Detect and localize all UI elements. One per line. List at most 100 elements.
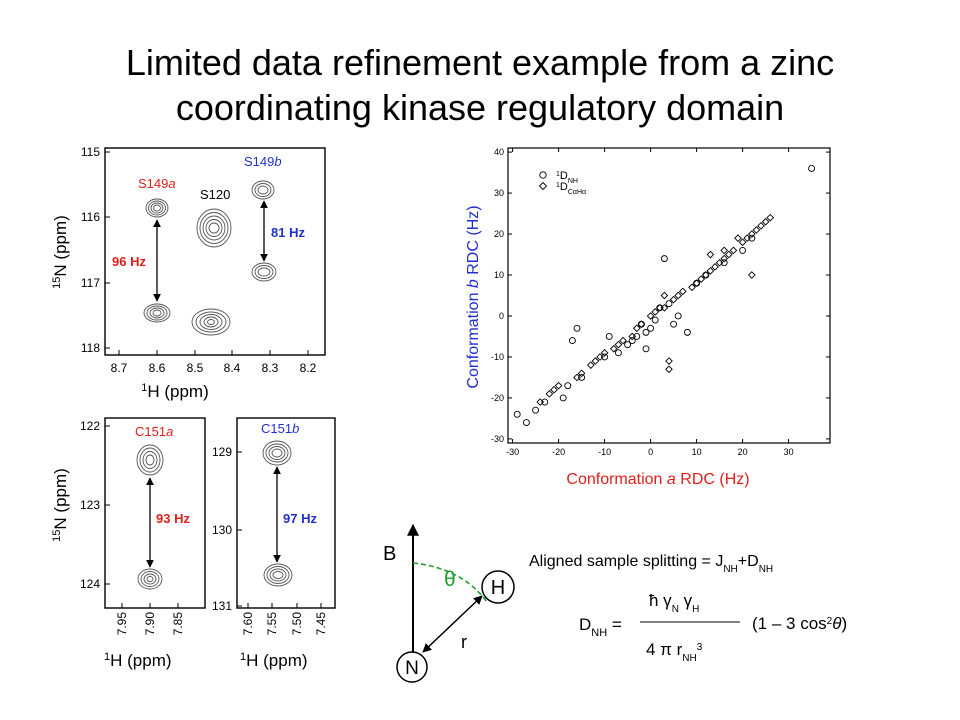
top-spectrum-frame bbox=[104, 147, 326, 356]
top-ytick: 115 bbox=[81, 145, 100, 159]
c151b-lower-peak-contours bbox=[263, 563, 293, 587]
rdc-legend: 1DNH 1DCαHα bbox=[538, 170, 586, 196]
c151a-xlabel: 1H (ppm) bbox=[104, 651, 172, 670]
top-xtick: 8.5 bbox=[187, 361, 204, 375]
b-label: B bbox=[383, 543, 396, 565]
rdc-point-nh bbox=[513, 410, 521, 418]
rdc-point-caha bbox=[729, 246, 738, 255]
title-line-1: Limited data refinement example from a z… bbox=[125, 42, 835, 83]
h-label: H bbox=[491, 577, 505, 599]
rdc-ytick-label: -20 bbox=[491, 393, 504, 403]
rdc-point-nh bbox=[651, 316, 659, 324]
c151b-xlabel: 1H (ppm) bbox=[240, 651, 308, 670]
rdc-plot-frame bbox=[507, 147, 831, 444]
theta-arc bbox=[412, 562, 488, 603]
rdc-point-nh bbox=[674, 312, 682, 320]
dnh-denominator: 4 π rNH3 bbox=[646, 640, 703, 664]
rdc-point-caha bbox=[651, 308, 660, 316]
rdc-point-nh bbox=[568, 337, 576, 345]
rdc-point-nh bbox=[660, 255, 668, 263]
c151a-spectrum: 122 123 124 7.95 7.90 7.85 1H (ppm) 15N … bbox=[51, 417, 206, 670]
peak-s149b-upper-contours bbox=[251, 180, 275, 200]
rdc-point-caha bbox=[747, 271, 756, 279]
c151b-xtick: 7.45 bbox=[314, 612, 328, 636]
rdc-ytick-label: 30 bbox=[494, 188, 504, 198]
rdc-point-caha bbox=[628, 332, 637, 341]
rdc-ticks bbox=[508, 148, 830, 443]
peak-s120-contours bbox=[196, 208, 232, 248]
nitrogen-atom bbox=[396, 651, 428, 683]
top-ylabel: 15N (ppm) bbox=[51, 215, 70, 289]
top-xtick: 8.6 bbox=[149, 361, 166, 375]
rdc-point-caha bbox=[573, 373, 581, 382]
n-label: N bbox=[405, 658, 419, 679]
rdc-point-caha bbox=[660, 303, 669, 312]
rdc-point-nh bbox=[605, 333, 613, 340]
title-line-2: coordinating kinase regulatory domain bbox=[175, 87, 785, 128]
rdc-point-nh bbox=[693, 279, 701, 287]
rdc-point-caha bbox=[678, 287, 687, 296]
rdc-point-caha bbox=[715, 258, 724, 267]
rdc-ytick-label: 20 bbox=[494, 229, 504, 239]
peak-s149a-upper-contours bbox=[145, 198, 169, 218]
rdc-point-caha bbox=[688, 283, 696, 292]
rdc-point-caha bbox=[720, 246, 729, 255]
splitting-93hz: 93 Hz bbox=[156, 511, 190, 526]
c151a-xtick: 7.95 bbox=[115, 612, 129, 636]
legend-circle-marker bbox=[539, 171, 547, 179]
rdc-point-caha bbox=[665, 357, 673, 365]
rdc-point-caha bbox=[545, 389, 554, 398]
rdc-point-nh bbox=[642, 345, 650, 353]
c151a-lower-peak-contours bbox=[137, 568, 163, 590]
label-s149b: S149b bbox=[244, 154, 282, 169]
rdc-point-caha bbox=[752, 226, 761, 234]
theta-label: θ bbox=[444, 568, 456, 591]
rdc-point-caha bbox=[743, 234, 752, 242]
label-c151b: C151b bbox=[261, 421, 299, 436]
rdc-point-nh bbox=[637, 320, 645, 328]
slide-title: Limited data refinement example from a z… bbox=[0, 40, 960, 130]
rdc-point-nh bbox=[522, 419, 530, 426]
legend-cahah: 1DCαHα bbox=[556, 181, 586, 196]
c151b-xtick: 7.50 bbox=[290, 612, 304, 636]
c151a-ytick: 124 bbox=[80, 577, 100, 591]
label-c151a: C151a bbox=[135, 424, 173, 439]
rdc-point-nh bbox=[624, 341, 632, 349]
top-xtick: 8.4 bbox=[224, 361, 241, 375]
rdc-point-caha bbox=[637, 320, 646, 329]
rdc-point-nh bbox=[601, 353, 609, 361]
rdc-point-caha bbox=[692, 279, 701, 288]
rdc-points bbox=[513, 165, 816, 426]
peak-s149b-lower-contours bbox=[251, 262, 277, 282]
rdc-xtick-label: 0 bbox=[648, 447, 653, 457]
r-label: r bbox=[461, 632, 467, 652]
top-ytick: 117 bbox=[81, 276, 100, 290]
c151b-xtick: 7.55 bbox=[265, 612, 279, 636]
c151b-ytick: 130 bbox=[212, 523, 232, 537]
rdc-point-caha bbox=[674, 291, 683, 300]
label-s120: S120 bbox=[200, 187, 230, 202]
rdc-point-caha bbox=[665, 365, 673, 374]
splitting-96hz: 96 Hz bbox=[112, 254, 146, 269]
rdc-point-caha bbox=[600, 349, 609, 357]
rdc-point-caha bbox=[596, 353, 604, 361]
rdc-ylabel: Conformation b RDC (Hz) bbox=[465, 205, 482, 388]
c151b-ytick: 129 bbox=[212, 445, 232, 459]
rdc-point-caha bbox=[669, 295, 678, 304]
hydrogen-atom bbox=[481, 570, 515, 604]
rdc-point-caha bbox=[554, 381, 563, 390]
rdc-point-caha bbox=[660, 291, 669, 300]
rdc-point-nh bbox=[633, 333, 641, 340]
rdc-xtick-label: 20 bbox=[738, 447, 748, 457]
rdc-point-caha bbox=[761, 217, 770, 226]
c151a-ytick: 122 bbox=[80, 419, 100, 433]
c151b-ytick: 131 bbox=[212, 599, 232, 613]
legend-nh: 1DNH bbox=[556, 170, 578, 185]
label-s149a: S149a bbox=[138, 176, 176, 191]
rdc-point-nh bbox=[628, 337, 636, 345]
rdc-point-caha bbox=[701, 271, 710, 279]
rdc-ytick-label: 40 bbox=[494, 147, 504, 157]
rdc-point-nh bbox=[647, 324, 655, 332]
